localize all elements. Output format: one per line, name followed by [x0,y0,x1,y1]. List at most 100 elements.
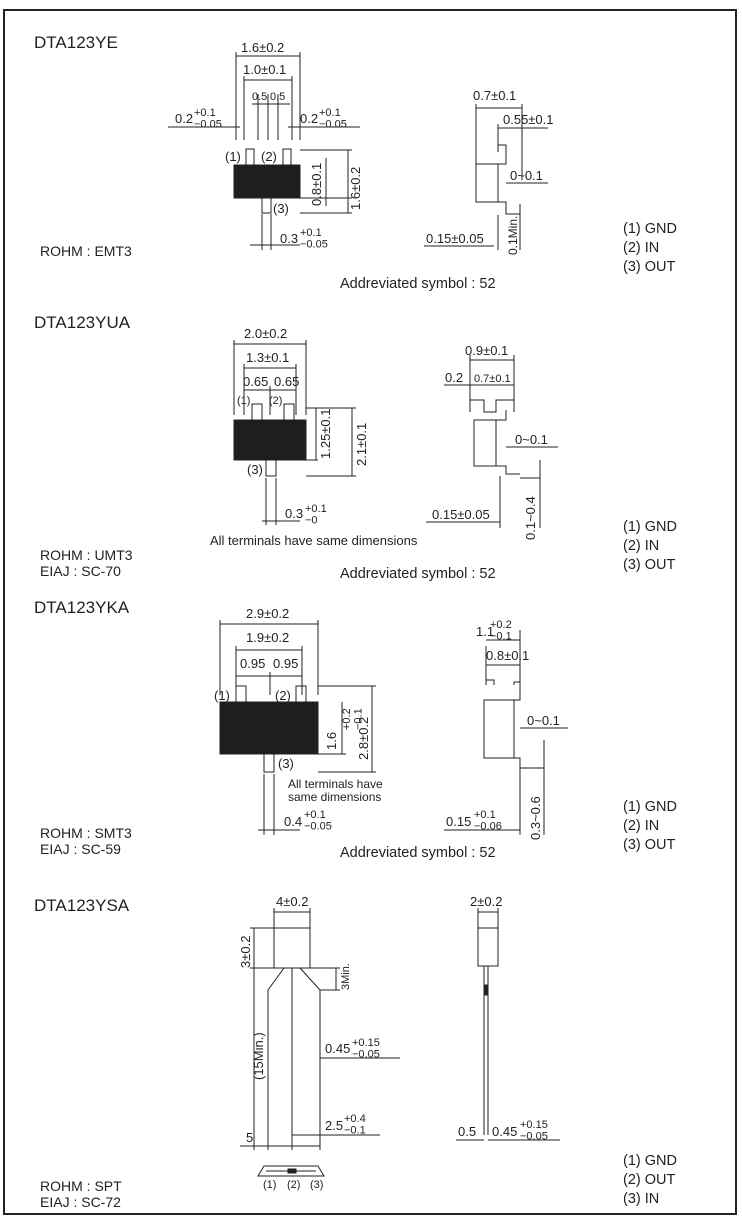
side-dim-min: 0.3~0.6 [528,796,543,840]
dim-half-pitch-left: 0.65 [243,374,268,389]
rohm-package-code: ROHM : SMT3 [40,825,132,841]
pin-3: (3) OUT [623,259,676,275]
package-drawing: 4±0.2 3±0.2 3Min. (15Min.) 0.45 +0.15−0.… [238,894,560,1191]
dim-lead-width-tol: +0.15−0.05 [352,1037,380,1061]
dim-body-width: 4±0.2 [276,894,308,909]
side-dim-thickness-tol: +0.1−0.06 [474,809,502,833]
side-dim-top: 0.9±0.1 [465,343,508,358]
bottom-pin-1: (1) [263,1179,276,1191]
dim-half-pitch-right: 0.65 [274,374,299,389]
bottom-pin-3: (3) [310,1179,323,1191]
package-title: DTA123YKA [34,598,130,617]
dim-half-pitch-right: 0.95 [273,656,298,671]
package-section-umt3: DTA123YUA [0,300,742,590]
pin-list: (1) GND (2) OUT (3) IN [623,1152,677,1209]
dim-bottom-lead-tol: +0.1−0.05 [304,809,332,833]
dim-lead-pitch-tol: +0.4−0.1 [344,1113,366,1137]
dim-half-pitch-right: 0.5 [270,91,285,103]
bottom-pin-2: (2) [287,1179,300,1191]
side-dim-top: 1.1 [476,624,494,639]
side-dim-left: 0.2 [445,370,463,385]
pin-3: (3) OUT [623,837,676,853]
dim-bottom-lead: 0.3 [285,506,303,521]
pin-2: (2) OUT [623,1172,676,1188]
pin-3: (3) OUT [623,557,676,573]
pin-label-2: (2) [261,149,277,164]
dim-3min: 3Min. [340,963,352,990]
dim-lead-width-right: 0.2 [300,111,318,126]
eiaj-package-code: EIAJ : SC-59 [40,841,121,857]
side-dim-thickness: 0.15±0.05 [426,231,484,246]
pin-label-3: (3) [247,462,263,477]
side-dim-mid: 0.55±0.1 [503,112,554,127]
pin-2: (2) IN [623,538,660,554]
abbreviated-symbol: Addreviated symbol : 52 [340,566,496,582]
package-codes: ROHM : UMT3 EIAJ : SC-70 [40,547,133,579]
abbreviated-symbol: Addreviated symbol : 52 [340,276,496,292]
dim-half-pitch-left: 0.5 [252,91,267,103]
dim-overall-width: 1.6±0.2 [241,40,284,55]
package-section-smt3: DTA123YKA [0,590,742,880]
side-dim-min: 0.1Min. [506,216,520,255]
dim-lead-width-right-tol: +0.1−0.05 [319,107,347,131]
side-dim-gap: 0~0.1 [510,168,543,183]
pin-1: (1) GND [623,221,677,237]
dim-total-height: 2.8±0.2 [356,717,371,760]
dim-bottom-lead: 0.3 [280,231,298,246]
package-drawing: 1.6±0.2 1.0±0.1 0.5 0.5 0.2 +0.1−0.05 0.… [168,40,554,255]
dim-lead-width-left-tol: +0.1−0.05 [194,107,222,131]
side-dim-gap: 0~0.1 [527,713,560,728]
side-dim-lead: 0.45 [492,1124,517,1139]
terminals-note: All terminals have same dimensions [210,533,418,548]
terminals-note-text: All terminals have same dimensions [288,777,383,804]
pin-label-2: (2) [275,688,291,703]
dim-overall-width: 2.9±0.2 [246,606,289,621]
dim-total-height: 2.1±0.1 [354,423,369,466]
package-title: DTA123YE [34,33,118,52]
pin-label-1: (1) [237,395,250,407]
package-codes: ROHM : SMT3 EIAJ : SC-59 [40,825,132,857]
pin-list: (1) GND (2) IN (3) OUT [623,518,677,575]
package-title: DTA123YUA [34,313,131,332]
dim-half-pitch-left: 0.95 [240,656,265,671]
eiaj-package-code: EIAJ : SC-70 [40,563,121,579]
pin-1: (1) GND [623,1153,677,1169]
side-dim-lead-tol: +0.15−0.05 [520,1119,548,1143]
pin-label-3: (3) [278,756,294,771]
side-dim-top-tol: +0.2−0.1 [490,619,512,643]
package-section-spt: DTA123YSA [0,880,742,1219]
document-frame [3,9,737,1215]
dim-lead-pitch: 1.9±0.2 [246,630,289,645]
dim-body-height: 3±0.2 [238,936,253,968]
pin-label-1: (1) [214,688,230,703]
package-drawing: 2.9±0.2 1.9±0.2 0.95 0.95 (1) (2) (3) 1.… [214,606,568,840]
dim-lead-width: 0.45 [325,1041,350,1056]
dim-body-height: 1.25±0.1 [318,408,333,459]
dim-overall-width: 2.0±0.2 [244,326,287,341]
dim-lead-pitch: 1.0±0.1 [243,62,286,77]
terminals-note: All terminals have same dimensions [288,778,383,804]
side-dim-thickness: 0.15 [446,814,471,829]
pin-label-2: (2) [269,395,282,407]
pin-1: (1) GND [623,519,677,535]
dim-body-height-tol: +0.2−0.1 [341,708,365,730]
pin-2: (2) IN [623,818,660,834]
package-title: DTA123YSA [34,896,130,915]
dim-bottom-lead: 0.4 [284,814,302,829]
side-dim-min: 0.1~0.4 [523,496,538,540]
dim-15min: (15Min.) [251,1032,266,1080]
rohm-package-code: ROHM : EMT3 [40,243,132,259]
pin-label-1: (1) [225,149,241,164]
dim-total-height: 1.6±0.2 [348,167,363,210]
side-dim-top: 2±0.2 [470,894,502,909]
side-dim-mid: 0.7±0.1 [474,373,511,385]
side-dim-mid: 0.8±0.1 [486,648,529,663]
dim-lead-pitch: 1.3±0.1 [246,350,289,365]
pin-2: (2) IN [623,240,660,256]
pin-1: (1) GND [623,799,677,815]
side-dim-05: 0.5 [458,1124,476,1139]
rohm-package-code: ROHM : UMT3 [40,547,133,563]
dim-bottom-lead-tol: +0.1−0.05 [300,227,328,251]
dim-bottom-lead-tol: +0.1−0 [305,503,327,527]
package-section-emt3: DTA123YE [0,0,742,300]
